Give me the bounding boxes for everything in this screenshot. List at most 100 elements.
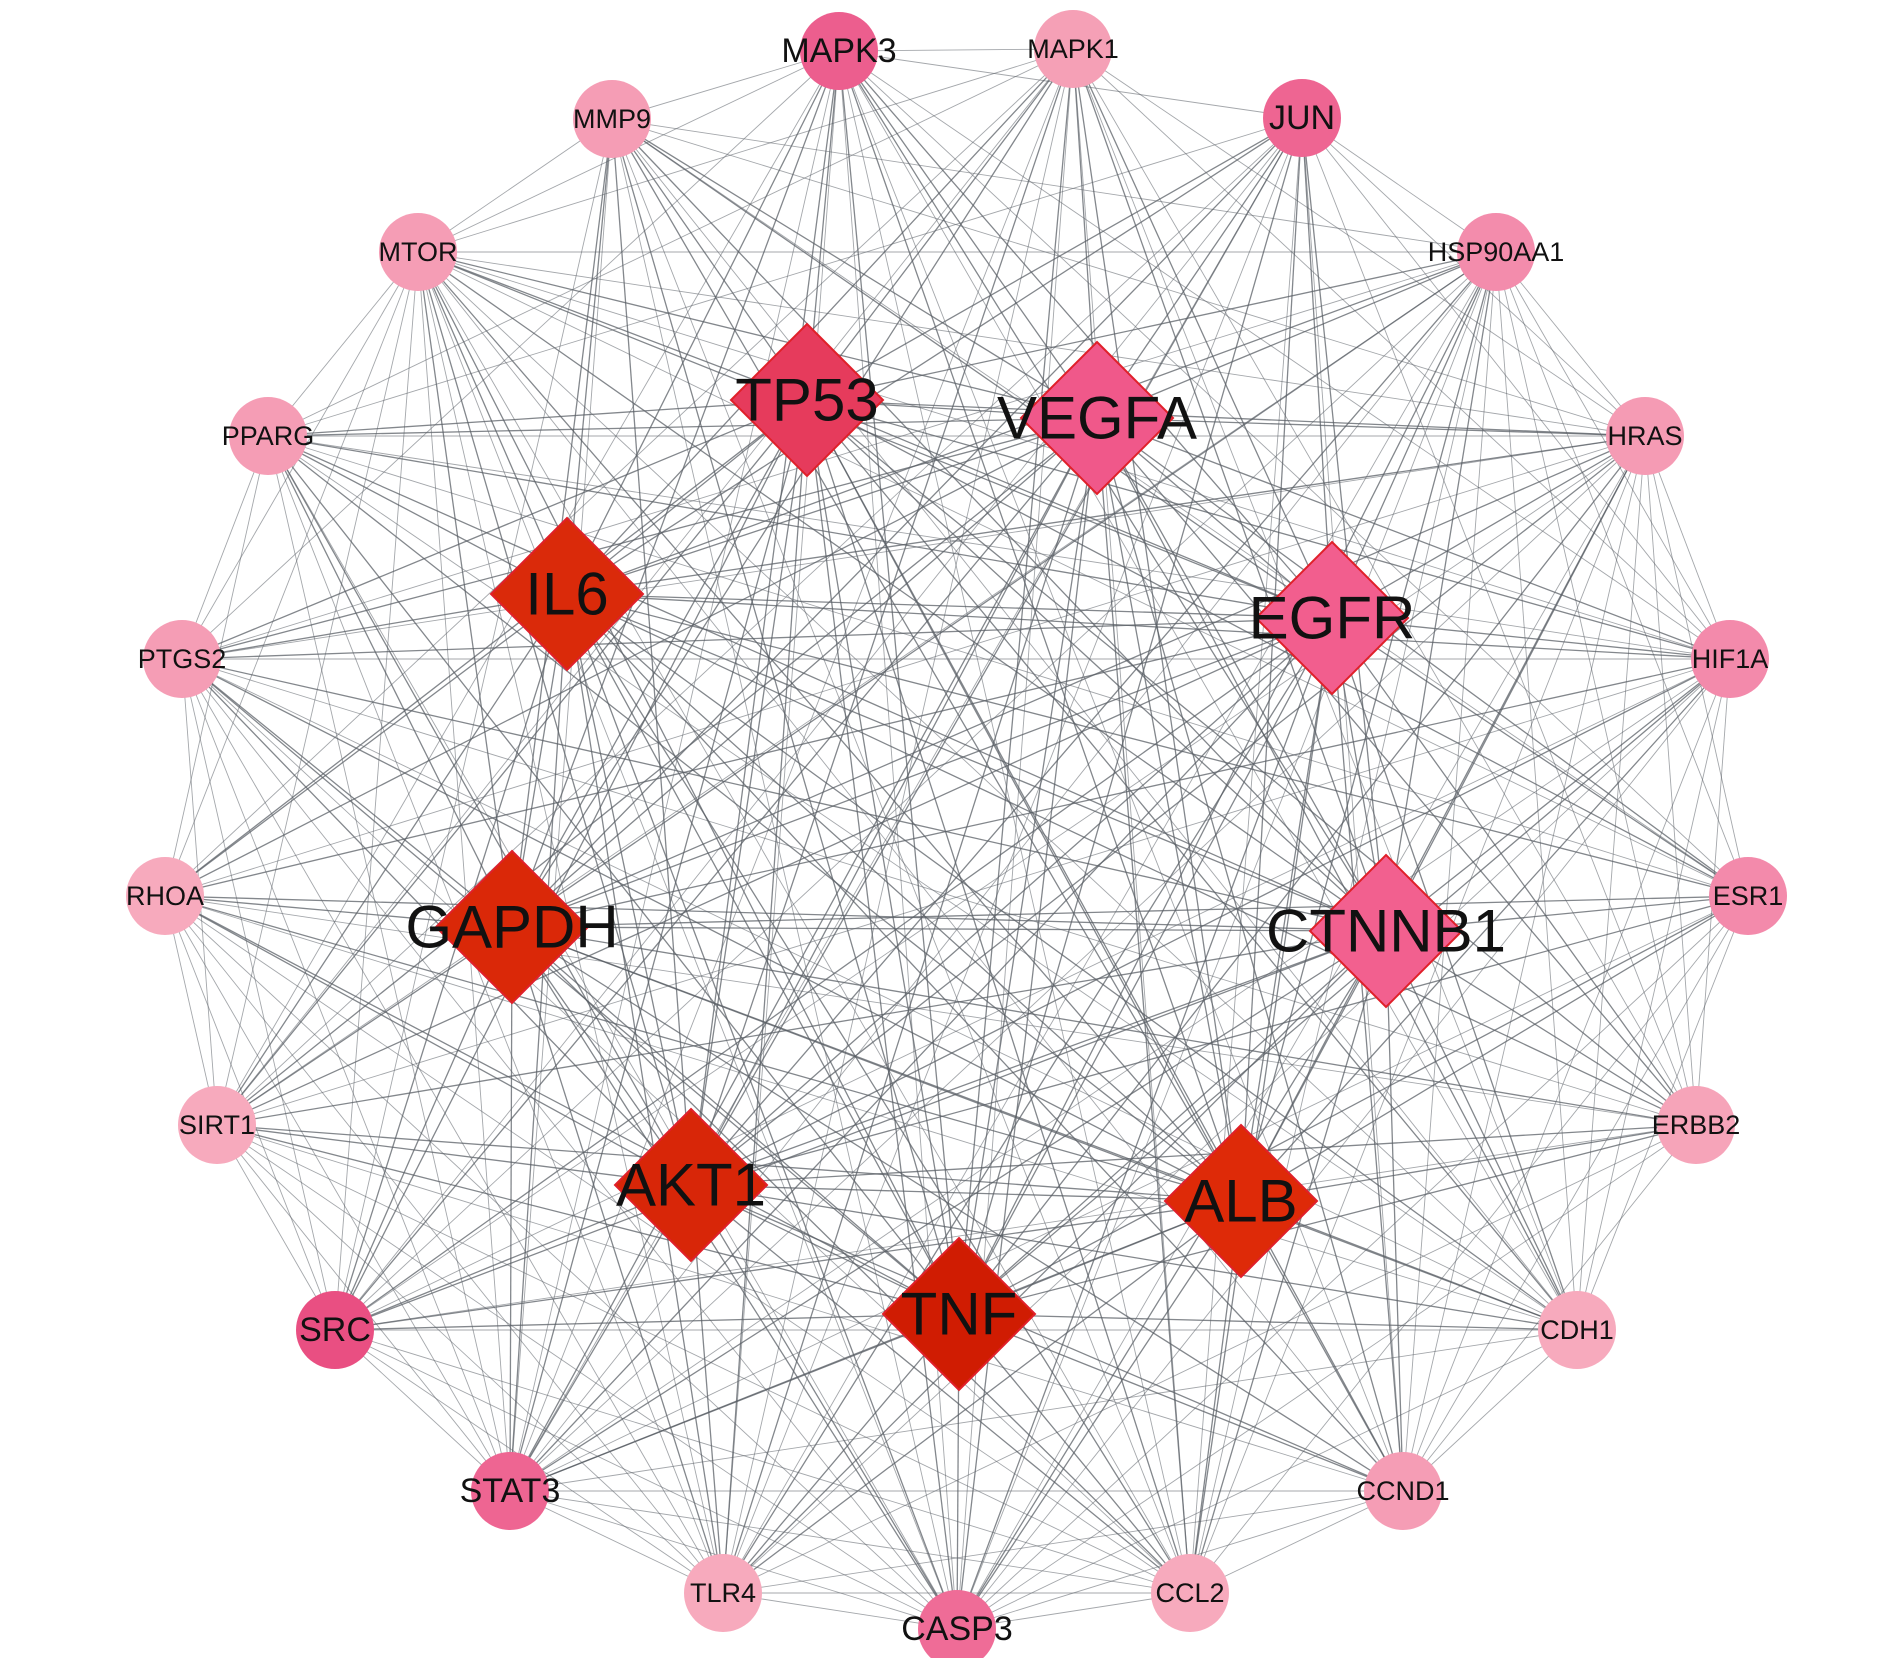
node-label: RHOA: [126, 881, 204, 911]
edge-CASP3-MTOR: [417, 251, 958, 1630]
edge-CCL2-GAPDH: [511, 926, 1191, 1594]
edge-MAPK3-GAPDH: [511, 50, 840, 928]
edge-HRAS-AKT1: [690, 435, 1646, 1186]
node-tnf[interactable]: TNF: [881, 1236, 1037, 1392]
edge-ERBB2-TNF: [958, 1124, 1697, 1315]
node-label: HRAS: [1607, 421, 1682, 451]
edge-ESR1-VEGFA: [1096, 417, 1749, 897]
node-vegfa[interactable]: VEGFA: [997, 340, 1197, 496]
edge-TLR4-VEGFA: [722, 417, 1098, 1594]
edge-TP53-TNF: [806, 399, 960, 1315]
edge-HIF1A-STAT3: [509, 658, 1731, 1492]
node-il6[interactable]: IL6: [489, 516, 645, 672]
circle-node-shape: [800, 12, 878, 90]
edge-EGFR-TNF: [958, 617, 1333, 1315]
edge-SRC-PTGS2: [181, 658, 336, 1331]
node-esr1[interactable]: ESR1: [1709, 857, 1787, 935]
edge-PPARG-EGFR: [267, 435, 1333, 619]
edge-CASP3-RHOA: [164, 895, 958, 1630]
node-ptgs2[interactable]: PTGS2: [138, 620, 227, 698]
edge-MMP9-EGFR: [611, 118, 1333, 619]
edge-PTGS2-TNF: [181, 658, 960, 1315]
node-casp3[interactable]: CASP3: [901, 1590, 1013, 1658]
node-stat3[interactable]: STAT3: [460, 1452, 561, 1530]
edge-PTGS2-AKT1: [181, 658, 692, 1186]
node-hsp90aa1[interactable]: HSP90AA1: [1428, 213, 1565, 291]
edge-HSP90AA1-AKT1: [690, 251, 1497, 1186]
node-hif1a[interactable]: HIF1A: [1691, 620, 1769, 698]
edge-HRAS-CCL2: [1189, 435, 1646, 1594]
node-pparg[interactable]: PPARG: [222, 397, 315, 475]
edge-MAPK3-MMP9: [611, 50, 840, 120]
edge-ERBB2-EGFR: [1331, 617, 1697, 1126]
node-mapk1[interactable]: MAPK1: [1027, 10, 1119, 88]
edge-MAPK1-IL6: [566, 48, 1074, 595]
edges-layer: [164, 48, 1749, 1630]
edge-HSP90AA1-ESR1: [1495, 251, 1749, 897]
node-mapk3[interactable]: MAPK3: [781, 12, 897, 90]
edge-SIRT1-VEGFA: [216, 417, 1098, 1126]
node-alb[interactable]: ALB: [1163, 1123, 1319, 1279]
edge-MAPK3-CCND1: [838, 50, 1404, 1492]
edge-GAPDH-TNF: [511, 926, 960, 1315]
node-sirt1[interactable]: SIRT1: [178, 1086, 256, 1164]
edge-ESR1-AKT1: [690, 895, 1749, 1186]
edge-SIRT1-IL6: [216, 593, 568, 1126]
node-tlr4[interactable]: TLR4: [684, 1554, 762, 1632]
edge-CCL2-AKT1: [690, 1184, 1191, 1594]
node-erbb2[interactable]: ERBB2: [1652, 1086, 1741, 1164]
node-src[interactable]: SRC: [296, 1291, 374, 1369]
node-cdh1[interactable]: CDH1: [1538, 1291, 1616, 1369]
edge-MMP9-ALB: [611, 118, 1242, 1202]
node-ccl2[interactable]: CCL2: [1151, 1554, 1229, 1632]
edge-HRAS-SRC: [334, 435, 1646, 1331]
edge-MAPK1-TP53: [806, 48, 1074, 401]
edge-ESR1-GAPDH: [511, 895, 1749, 928]
node-akt1[interactable]: AKT1: [613, 1107, 769, 1263]
node-label: JUN: [1269, 99, 1335, 137]
edge-JUN-CCND1: [1301, 117, 1404, 1492]
node-label: PPARG: [222, 421, 315, 451]
edge-TP53-GAPDH: [511, 399, 808, 928]
edge-STAT3-RHOA: [164, 895, 511, 1492]
edge-ERBB2-SRC: [334, 1124, 1697, 1331]
edge-MMP9-TP53: [611, 118, 808, 401]
edge-CDH1-CASP3: [956, 1329, 1578, 1630]
edge-HRAS-CDH1: [1576, 435, 1646, 1331]
node-hras[interactable]: HRAS: [1606, 397, 1684, 475]
circle-node-shape: [1263, 79, 1341, 157]
node-ccnd1[interactable]: CCND1: [1356, 1452, 1450, 1530]
node-tp53[interactable]: TP53: [729, 322, 885, 478]
edge-MAPK1-PPARG: [267, 48, 1074, 437]
node-gapdh[interactable]: GAPDH: [405, 849, 619, 1005]
circle-node-shape: [143, 620, 221, 698]
edge-JUN-SIRT1: [216, 117, 1303, 1126]
edge-MMP9-AKT1: [611, 118, 692, 1186]
edge-CCL2-TP53: [806, 399, 1191, 1594]
edge-JUN-VEGFA: [1096, 117, 1303, 419]
circle-node-shape: [1538, 1291, 1616, 1369]
edge-HIF1A-VEGFA: [1096, 417, 1731, 660]
edge-JUN-HIF1A: [1301, 117, 1731, 660]
edge-MMP9-VEGFA: [611, 118, 1098, 419]
node-egfr[interactable]: EGFR: [1249, 540, 1416, 696]
node-jun[interactable]: JUN: [1263, 79, 1341, 157]
edge-IL6-ALB: [566, 593, 1242, 1202]
edge-CDH1-RHOA: [164, 895, 1578, 1331]
node-rhoa[interactable]: RHOA: [126, 857, 204, 935]
edge-HSP90AA1-ALB: [1240, 251, 1497, 1202]
edge-SRC-ALB: [334, 1200, 1242, 1331]
node-ctnnb1[interactable]: CTNNB1: [1266, 853, 1506, 1009]
edge-TP53-AKT1: [690, 399, 808, 1186]
edge-MAPK3-VEGFA: [838, 50, 1098, 419]
edge-CASP3-MMP9: [611, 118, 958, 1630]
node-mmp9[interactable]: MMP9: [573, 80, 651, 158]
edge-STAT3-IL6: [509, 593, 568, 1492]
edge-EGFR-ALB: [1240, 617, 1333, 1202]
node-label: PTGS2: [138, 644, 227, 674]
circle-node-shape: [573, 80, 651, 158]
edge-PTGS2-CTNNB1: [181, 658, 1387, 932]
edge-HIF1A-TLR4: [722, 658, 1731, 1594]
node-mtor[interactable]: MTOR: [379, 213, 458, 291]
